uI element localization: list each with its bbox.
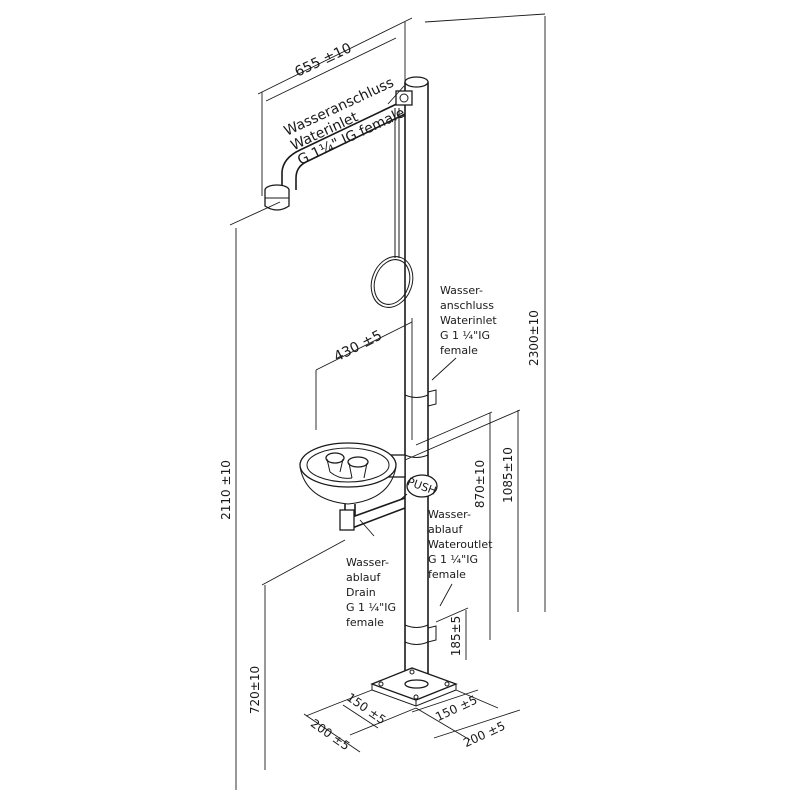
svg-text:G 1 ¼"IG: G 1 ¼"IG [346,601,396,614]
base-plate [370,667,458,707]
dim-bowl-height: 1085±10 [501,447,515,503]
label-top-inlet: Wasseranschluss Waterinlet G 1¼" IG fema… [282,75,408,169]
svg-text:ablauf: ablauf [428,523,463,536]
svg-text:Wasser-: Wasser- [428,508,471,521]
dim-outlet-height: 870±10 [473,460,487,508]
svg-text:Waterinlet: Waterinlet [440,314,497,327]
eyewash-bowl [299,442,406,531]
main-pole [404,76,437,690]
svg-text:G 1 ¼"IG: G 1 ¼"IG [428,553,478,566]
svg-text:ablauf: ablauf [346,571,381,584]
push-button: PUSH [399,474,438,501]
pull-rod-and-ring [370,108,414,308]
label-outlet: Wasser- ablauf Wateroutlet G 1 ¼"IG fema… [428,508,493,581]
svg-text:female: female [440,344,478,357]
label-drain: Wasser- ablauf Drain G 1 ¼"IG female [346,556,396,629]
dimension-lines [229,13,546,790]
svg-text:anschluss: anschluss [440,299,494,312]
dim-shower-head-height: 2110 ±10 [219,460,233,520]
dim-plate-outer-right: 200 ±5 [461,719,507,750]
svg-text:G 1 ¼"IG: G 1 ¼"IG [440,329,490,342]
dim-eyewash-reach: 430 ±5 [331,328,384,366]
dim-shower-reach: 655 ±10 [292,40,354,80]
label-mid-inlet: Wasser- anschluss Waterinlet G 1 ¼"IG fe… [440,284,497,357]
svg-text:Drain: Drain [346,586,376,599]
svg-text:Wasser-: Wasser- [440,284,483,297]
svg-text:Wasser-: Wasser- [346,556,389,569]
dim-plate-outer-left: 200 ±5 [308,716,352,753]
shower-arm [281,90,413,190]
dim-inlet-low-height: 185±5 [449,616,463,657]
dimension-texts: 655 ±10 430 ±5 2300±10 2110 ±10 1085±10 … [219,40,541,753]
dim-drain-height: 720±10 [248,666,262,714]
svg-text:female: female [428,568,466,581]
dim-plate-inner-left: 150 ±5 [344,690,388,727]
svg-text:female: female [346,616,384,629]
svg-text:Wateroutlet: Wateroutlet [428,538,493,551]
dim-total-height: 2300±10 [527,310,541,366]
shower-head [264,184,290,211]
